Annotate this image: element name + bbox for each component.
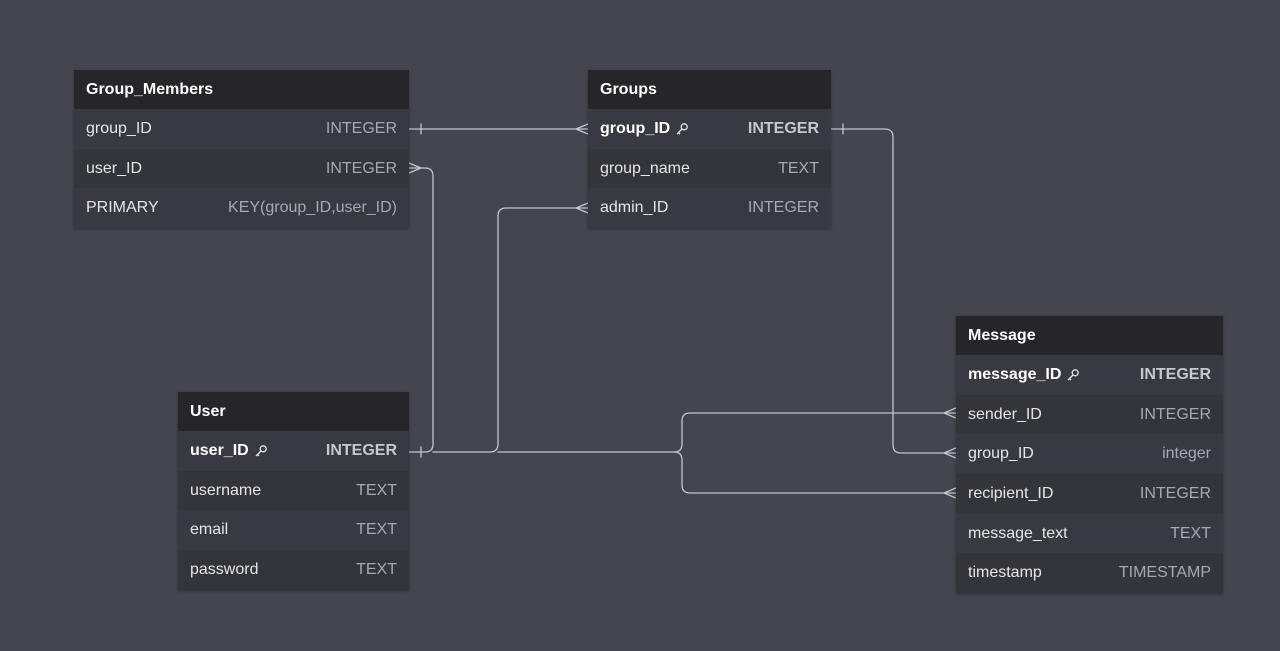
link-groupmembers-userid-to-user — [408, 162, 434, 458]
field-type: TEXT — [356, 521, 397, 539]
field-type: INTEGER — [325, 159, 397, 177]
table-title[interactable]: User — [178, 392, 409, 431]
field-name: message_ID — [968, 365, 1062, 383]
field-name: group_ID — [86, 119, 152, 137]
field-type: TIMESTAMP — [1118, 564, 1211, 582]
field-type: TEXT — [356, 481, 397, 499]
table-user[interactable]: User user_ID INTEGER username TEXT email… — [178, 392, 409, 590]
field-name: group_ID — [968, 445, 1034, 463]
field-name: group_name — [600, 159, 690, 177]
field-type: TEXT — [778, 159, 819, 177]
field-row[interactable]: password TEXT — [178, 550, 409, 590]
field-name: email — [190, 521, 229, 539]
field-type: TEXT — [356, 560, 397, 578]
field-name: timestamp — [968, 564, 1042, 582]
field-name: username — [190, 481, 262, 499]
field-row-primary-key[interactable]: group_ID INTEGER — [588, 109, 831, 149]
field-type: INTEGER — [325, 119, 397, 137]
table-title[interactable]: Groups — [588, 70, 831, 109]
field-row[interactable]: message_text TEXT — [956, 514, 1223, 554]
table-title[interactable]: Group_Members — [74, 70, 409, 109]
field-row[interactable]: user_ID INTEGER — [74, 148, 409, 189]
field-row[interactable]: group_name TEXT — [588, 148, 831, 189]
field-row[interactable]: email TEXT — [178, 510, 409, 550]
table-group-members[interactable]: Group_Members group_ID INTEGER user_ID I… — [74, 70, 409, 229]
link-groups-to-message-groupid — [830, 123, 957, 459]
field-type: INTEGER — [325, 441, 397, 459]
field-type: TEXT — [1170, 524, 1211, 542]
field-row[interactable]: sender_ID INTEGER — [956, 394, 1223, 435]
link-groupmembers-groupid-to-groups — [408, 123, 589, 135]
field-name: password — [190, 560, 259, 578]
field-row[interactable]: username TEXT — [178, 470, 409, 511]
field-type: INTEGER — [1139, 405, 1211, 423]
key-icon — [675, 122, 689, 136]
field-name: user_ID — [86, 159, 143, 177]
field-type: integer — [1162, 445, 1211, 463]
field-row[interactable]: group_ID integer — [956, 434, 1223, 474]
field-row[interactable]: group_ID INTEGER — [74, 109, 409, 149]
key-icon — [254, 444, 268, 458]
field-name: group_ID — [600, 119, 671, 137]
field-type: INTEGER — [1139, 484, 1211, 502]
field-type: INTEGER — [747, 119, 819, 137]
field-type: KEY(group_ID,user_ID) — [228, 199, 397, 217]
field-row[interactable]: recipient_ID INTEGER — [956, 474, 1223, 514]
table-message[interactable]: Message message_ID INTEGER sender_ID INT… — [956, 316, 1223, 594]
table-title[interactable]: Message — [956, 316, 1223, 355]
field-type: INTEGER — [1139, 365, 1211, 383]
table-groups[interactable]: Groups group_ID INTEGER group_name TEXT … — [588, 70, 831, 229]
field-name: message_text — [968, 524, 1068, 542]
field-row-primary-key[interactable]: message_ID INTEGER — [956, 355, 1223, 395]
link-user-to-message — [497, 407, 957, 499]
field-name: recipient_ID — [968, 484, 1054, 502]
field-name: PRIMARY — [86, 199, 159, 217]
field-name: user_ID — [190, 441, 249, 459]
field-row[interactable]: timestamp TIMESTAMP — [956, 553, 1223, 594]
field-name: sender_ID — [968, 405, 1042, 423]
field-row[interactable]: admin_ID INTEGER — [588, 188, 831, 228]
key-icon — [1066, 368, 1080, 382]
field-row-primary-key[interactable]: user_ID INTEGER — [178, 431, 409, 471]
link-user-to-groups-adminid — [432, 202, 589, 453]
field-type: INTEGER — [747, 199, 819, 217]
field-name: admin_ID — [600, 199, 669, 217]
field-row[interactable]: PRIMARY KEY(group_ID,user_ID) — [74, 188, 409, 228]
